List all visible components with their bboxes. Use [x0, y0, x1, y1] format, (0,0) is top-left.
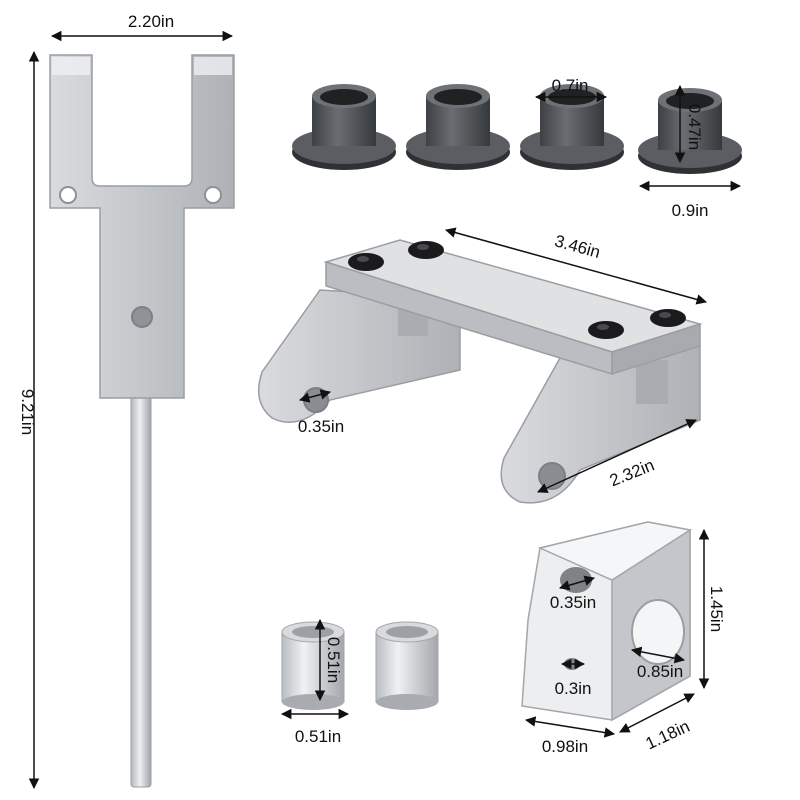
bracket-hole-arrow [298, 389, 332, 403]
block-hole-small-label: 0.35in [550, 593, 596, 612]
fork-hole-right [204, 186, 222, 204]
fork-rod [130, 391, 152, 788]
bracket-length-arrow [444, 227, 708, 305]
flange-inner-label: 0.7in [552, 76, 589, 95]
mounting-block [521, 521, 692, 722]
fork-tool [49, 54, 235, 788]
bracket-depth-arrow [537, 419, 697, 493]
bolt-3 [588, 321, 624, 339]
fork-width-label: 2.20in [128, 12, 174, 31]
bracket-length-label: 3.46in [553, 231, 603, 262]
block-depth-label: 1.18in [643, 717, 693, 754]
block-depth-arrow [619, 693, 695, 733]
flange-bushing-2 [406, 84, 510, 170]
total-length-label: 9.21in [18, 389, 37, 435]
spacer-1 [281, 621, 345, 710]
block-width-arrow [524, 716, 616, 738]
spacer-width-label: 0.51in [295, 727, 341, 746]
block-hole-tiny-label: 0.3in [555, 679, 592, 698]
fork-hole-center [131, 306, 153, 328]
block-hole-large-arrow [630, 646, 686, 664]
flange-bushing-1 [292, 84, 396, 170]
fork-body [49, 54, 235, 399]
bracket-assembly [257, 239, 703, 504]
flange-outer-label: 0.9in [672, 201, 709, 220]
bolt-4 [650, 309, 686, 327]
fork-hole-left [59, 186, 77, 204]
bracket-hole-label: 0.35in [298, 417, 344, 436]
spacer-2 [375, 621, 439, 710]
flange-height-label: 0.47in [685, 104, 704, 150]
block-hole-large-label: 0.85in [637, 662, 683, 681]
bracket-depth-label: 2.32in [607, 455, 657, 490]
block-height-label: 1.45in [707, 586, 726, 632]
block-hole-small-arrow [558, 575, 596, 591]
bolt-2 [408, 241, 444, 259]
block-width-label: 0.98in [542, 737, 588, 756]
bolt-1 [348, 253, 384, 271]
flange-bushing-4 [638, 88, 742, 174]
spacer-height-label: 0.51in [324, 637, 343, 683]
